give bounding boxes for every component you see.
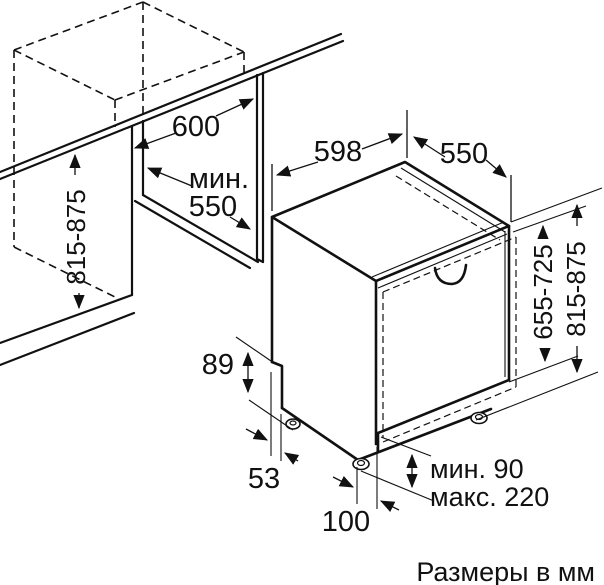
dim-appliance-height: 815-875 bbox=[561, 203, 591, 374]
appliance-height-label: 815-875 bbox=[561, 241, 591, 336]
niche-height-label: 815-875 bbox=[61, 189, 91, 284]
dim-foot-inset: 100 bbox=[322, 447, 400, 538]
niche-depth-value: 550 bbox=[189, 191, 237, 223]
niche-depth-prefix: мин. bbox=[189, 163, 249, 195]
dim-plinth-height: 89 bbox=[202, 336, 294, 431]
dimension-ticks bbox=[271, 110, 512, 222]
foot-inset-label: 100 bbox=[322, 506, 370, 538]
panel-gap-min-label: мин. 90 bbox=[430, 454, 524, 484]
niche-dashed-outline bbox=[13, 1, 245, 299]
panel-gap-max-label: макс. 220 bbox=[430, 482, 549, 512]
appliance-feet bbox=[285, 411, 488, 471]
niche-width-label: 600 bbox=[172, 111, 220, 143]
units-note: Размеры в мм bbox=[416, 557, 595, 585]
dim-appliance-depth: 550 bbox=[413, 136, 507, 178]
dim-door-height: 655-725 bbox=[528, 224, 558, 363]
dim-panel-gap: мин. 90 макс. 220 bbox=[360, 436, 549, 512]
niche-bottom-edge bbox=[133, 193, 260, 270]
dim-niche-height: 815-875 bbox=[61, 153, 91, 310]
door-handle-recess bbox=[433, 263, 468, 286]
right-cabinet-side-panel bbox=[255, 71, 265, 264]
plinth-recess-label: 53 bbox=[248, 463, 280, 495]
dim-plinth-recess: 53 bbox=[245, 372, 300, 495]
dim-niche-depth: мин. 550 bbox=[146, 163, 251, 230]
appliance-front-door bbox=[374, 224, 517, 453]
left-cabinet-side-panel bbox=[130, 119, 145, 297]
floor-line bbox=[0, 293, 136, 367]
right-extension-lines bbox=[475, 187, 603, 421]
dim-niche-width: 600 bbox=[133, 98, 255, 149]
worktop-countertop bbox=[0, 32, 345, 181]
appliance-depth-label: 550 bbox=[440, 138, 488, 170]
appliance-base bbox=[356, 407, 493, 462]
appliance-top-face bbox=[270, 160, 511, 283]
appliance-width-label: 598 bbox=[314, 136, 362, 168]
appliance-left-side bbox=[270, 215, 360, 462]
door-height-label: 655-725 bbox=[528, 244, 558, 339]
dim-appliance-width: 598 bbox=[275, 133, 404, 177]
plinth-height-label: 89 bbox=[202, 349, 234, 381]
